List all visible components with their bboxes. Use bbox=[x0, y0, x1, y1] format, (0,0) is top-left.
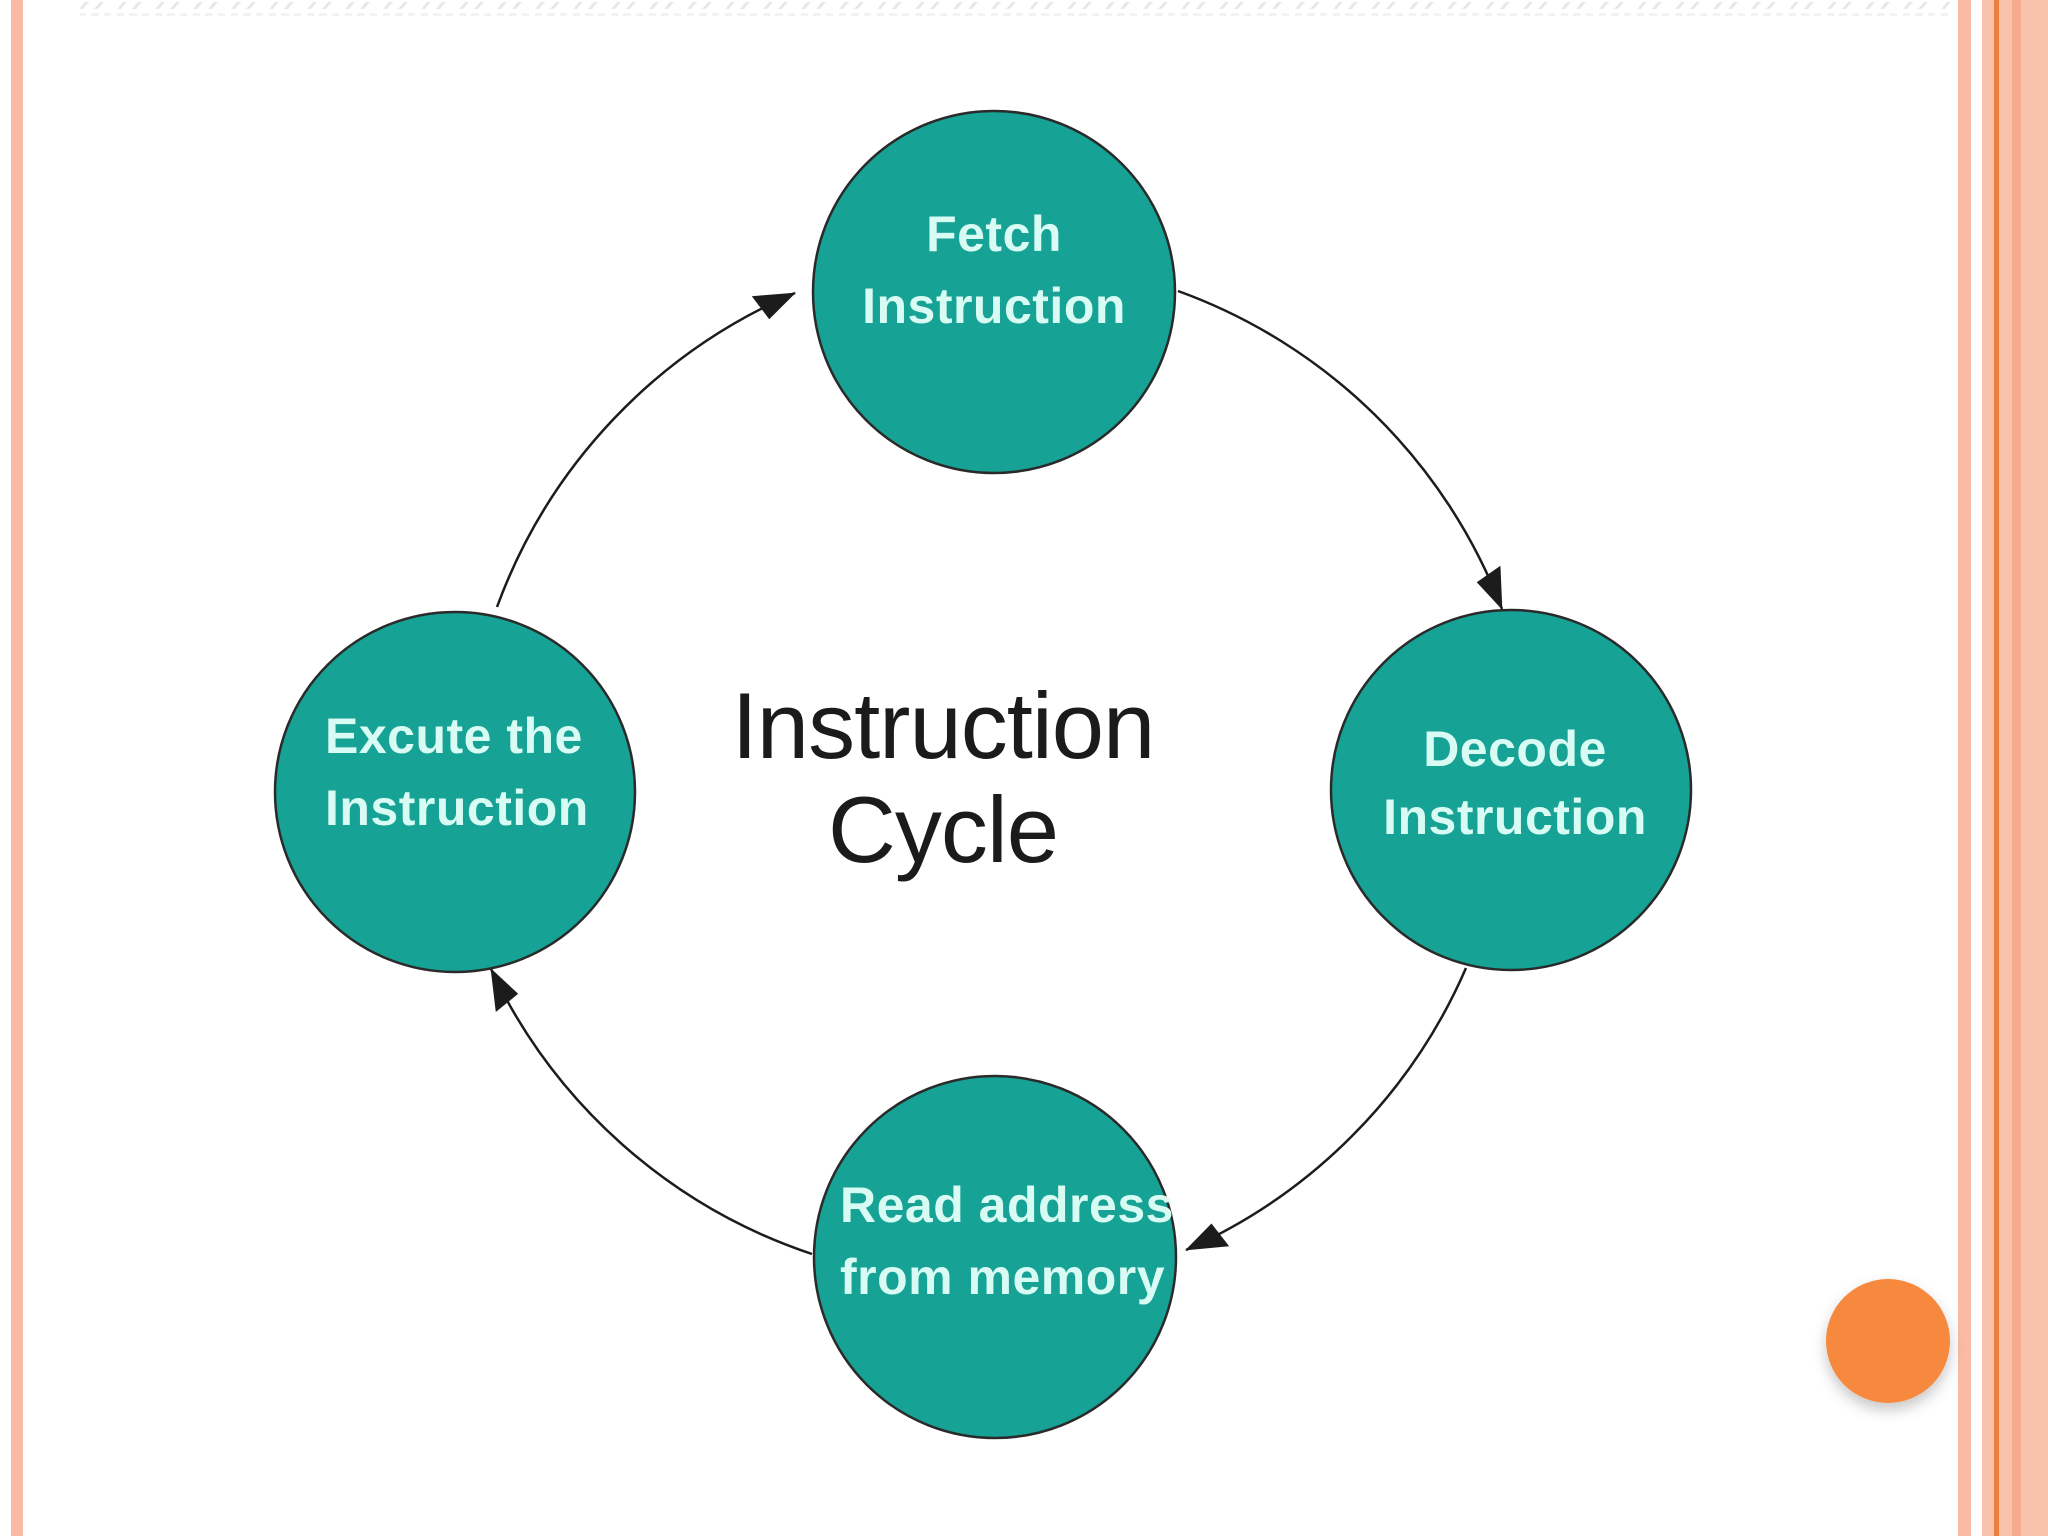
arrow-execute-to-fetch bbox=[495, 291, 796, 608]
diagram-title-line2: Cycle bbox=[828, 777, 1058, 882]
arrow-fetch-to-decode bbox=[1177, 289, 1504, 610]
fetch-instruction-node: Fetch Instruction bbox=[811, 109, 1177, 475]
left-border-stripe bbox=[11, 0, 23, 1536]
execute-node-label-line1: Excute the bbox=[325, 708, 583, 764]
right-border-band-shade bbox=[2012, 0, 2021, 1536]
arrow-decode-to-read bbox=[1185, 967, 1468, 1252]
read-node-label-line2: from memory bbox=[840, 1249, 1165, 1305]
right-border-stripe bbox=[1958, 0, 1971, 1536]
decode-instruction-node: Decode Instruction bbox=[1329, 608, 1693, 972]
fetch-node-label-line2: Instruction bbox=[862, 278, 1126, 334]
fetch-node-circle bbox=[811, 109, 1177, 475]
cycle-arrows bbox=[489, 289, 1504, 1256]
read-node-label-line1: Read address bbox=[840, 1177, 1174, 1233]
read-address-node: Read address from memory bbox=[812, 1074, 1178, 1440]
diagram-title-line1: Instruction bbox=[732, 673, 1155, 778]
arrow-read-to-execute bbox=[489, 968, 813, 1256]
execute-node-label-line2: Instruction bbox=[325, 780, 589, 836]
decode-node-label-line2: Instruction bbox=[1383, 789, 1647, 845]
decode-node-circle bbox=[1329, 608, 1693, 972]
read-node-circle bbox=[812, 1074, 1178, 1440]
right-border-accent-line bbox=[1994, 0, 1999, 1536]
execute-instruction-node: Excute the Instruction bbox=[273, 610, 637, 974]
diagram-title: Instruction Cycle bbox=[732, 673, 1156, 882]
fetch-node-label-line1: Fetch bbox=[926, 206, 1062, 262]
top-decorative-strip bbox=[80, 0, 1952, 19]
decode-node-label-line1: Decode bbox=[1423, 721, 1607, 777]
execute-node-circle bbox=[273, 610, 637, 974]
orange-accent-circle bbox=[1826, 1279, 1950, 1403]
